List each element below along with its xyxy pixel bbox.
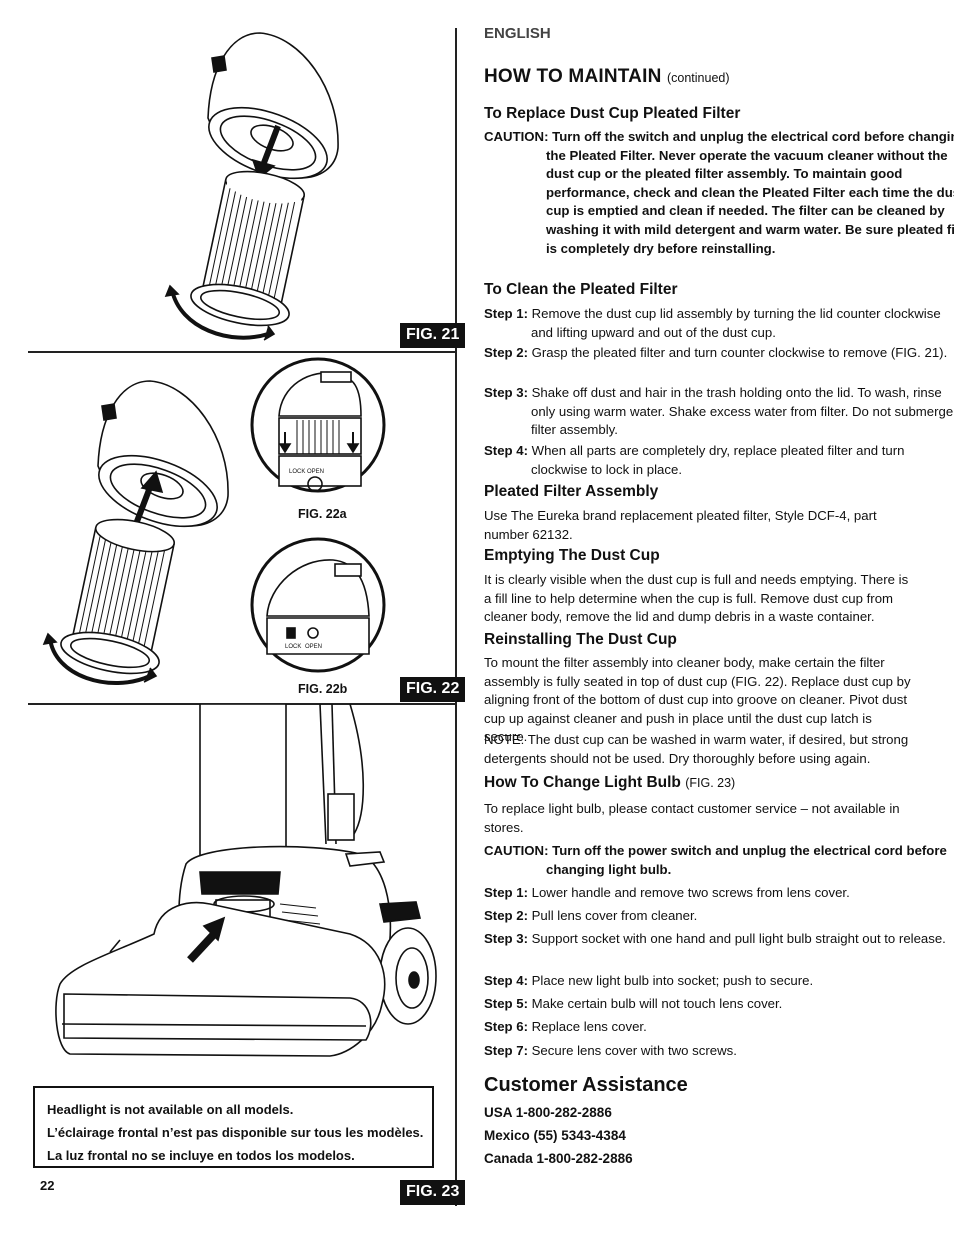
column-divider xyxy=(455,28,457,1206)
reinstalling-heading: Reinstalling The Dust Cup xyxy=(484,631,677,648)
clean-filter-heading: To Clean the Pleated Filter xyxy=(484,281,678,298)
step-label: Step 2: xyxy=(484,345,528,360)
step-text: Secure lens cover with two screws. xyxy=(531,1043,737,1058)
note-english: Headlight is not available on all models… xyxy=(47,1102,294,1117)
step-text: Make certain bulb will not touch lens co… xyxy=(531,996,783,1011)
bulb-step-6: Step 6: Replace lens cover. xyxy=(484,1018,954,1037)
phone-canada: Canada 1-800-282-2886 xyxy=(484,1151,633,1166)
page-title-text: HOW TO MAINTAIN xyxy=(484,66,662,87)
fig22b-open-text: OPEN xyxy=(305,644,322,650)
step-text: Pull lens cover from cleaner. xyxy=(531,908,698,923)
bulb-step-7: Step 7: Secure lens cover with two screw… xyxy=(484,1042,954,1061)
clean-step-2: Step 2: Grasp the pleated filter and tur… xyxy=(484,344,954,363)
clean-step-1: Step 1: Remove the dust cup lid assembly… xyxy=(484,305,954,342)
customer-assistance-heading: Customer Assistance xyxy=(484,1074,688,1096)
reinstalling-text: To mount the filter assembly into cleane… xyxy=(484,655,911,745)
assembly-text: Use The Eureka brand replacement pleated… xyxy=(484,508,877,542)
step-label: Step 3: xyxy=(484,931,528,946)
fig21-label: FIG. 21 xyxy=(400,323,466,348)
assembly-heading: Pleated Filter Assembly xyxy=(484,483,659,500)
light-bulb-heading: How To Change Light Bulb (FIG. 23) xyxy=(484,774,916,792)
fig21-illustration xyxy=(164,32,339,341)
fig22b-caption: FIG. 22b xyxy=(298,682,348,696)
step-text: Grasp the pleated filter and turn counte… xyxy=(531,345,948,360)
step-text: Lower handle and remove two screws from … xyxy=(531,885,850,900)
bulb-step-1: Step 1: Lower handle and remove two scre… xyxy=(484,884,954,903)
bulb-step-3: Step 3: Support socket with one hand and… xyxy=(484,930,954,949)
step-label: Step 7: xyxy=(484,1043,528,1058)
phone-mexico: Mexico (55) 5343-4384 xyxy=(484,1128,626,1143)
page-title: HOW TO MAINTAIN (continued) xyxy=(484,66,916,88)
fig22b-illustration: LOCK OPEN xyxy=(250,537,386,673)
page-title-suffix: (continued) xyxy=(666,71,730,85)
step-text: Support socket with one hand and pull li… xyxy=(531,931,946,946)
step-label: Step 2: xyxy=(484,908,528,923)
fig23-label: FIG. 23 xyxy=(400,1180,466,1205)
fig22a-open-text: OPEN xyxy=(307,469,324,475)
note-french: L’éclairage frontal n’est pas disponible… xyxy=(47,1125,424,1140)
step-text: Remove the dust cup lid assembly by turn… xyxy=(531,306,941,340)
reinstalling-note: NOTE: The dust cup can be washed in warm… xyxy=(484,732,909,766)
step-label: Step 6: xyxy=(484,1019,528,1034)
light-bulb-caution: CAUTION: Turn off the power switch and u… xyxy=(484,843,947,877)
page-number: 22 xyxy=(40,1178,55,1193)
light-bulb-intro: To replace light bulb, please contact cu… xyxy=(484,801,900,835)
fig22-illustration xyxy=(42,380,229,685)
step-label: Step 4: xyxy=(484,973,528,988)
step-text: Shake off dust and hair in the trash hol… xyxy=(531,385,954,438)
clean-step-4: Step 4: When all parts are completely dr… xyxy=(484,442,954,479)
emptying-text: It is clearly visible when the dust cup … xyxy=(484,572,909,625)
headlight-note: Headlight is not available on all models… xyxy=(33,1086,434,1168)
bulb-step-4: Step 4: Place new light bulb into socket… xyxy=(484,972,954,991)
replace-filter-caution: CAUTION: Turn off the switch and unplug … xyxy=(484,129,954,256)
step-label: Step 1: xyxy=(484,306,528,321)
replace-filter-heading: To Replace Dust Cup Pleated Filter xyxy=(484,105,741,122)
note-spanish: La luz frontal no se incluye en todos lo… xyxy=(47,1148,355,1163)
step-label: Step 4: xyxy=(484,443,528,458)
step-label: Step 3: xyxy=(484,385,528,400)
step-text: When all parts are completely dry, repla… xyxy=(531,443,905,477)
fig22b-lock-text: LOCK xyxy=(285,644,301,650)
step-label: Step 1: xyxy=(484,885,528,900)
fig22a-caption: FIG. 22a xyxy=(298,507,347,521)
bulb-step-2: Step 2: Pull lens cover from cleaner. xyxy=(484,907,954,926)
bulb-step-5: Step 5: Make certain bulb will not touch… xyxy=(484,995,954,1014)
fig22a-lock-text: LOCK xyxy=(289,469,305,475)
fig22a-illustration: LOCK OPEN xyxy=(250,357,386,493)
phone-usa: USA 1-800-282-2886 xyxy=(484,1105,612,1120)
light-bulb-heading-suffix: (FIG. 23) xyxy=(685,776,736,790)
step-label: Step 5: xyxy=(484,996,528,1011)
fig23-illustration xyxy=(55,704,437,1057)
fig22-label: FIG. 22 xyxy=(400,677,466,702)
language-label: ENGLISH xyxy=(484,25,551,42)
step-text: Replace lens cover. xyxy=(531,1019,647,1034)
step-text: Place new light bulb into socket; push t… xyxy=(531,973,814,988)
emptying-heading: Emptying The Dust Cup xyxy=(484,547,660,564)
figure-divider xyxy=(28,351,456,353)
light-bulb-heading-text: How To Change Light Bulb xyxy=(484,774,681,791)
clean-step-3: Step 3: Shake off dust and hair in the t… xyxy=(484,384,954,440)
